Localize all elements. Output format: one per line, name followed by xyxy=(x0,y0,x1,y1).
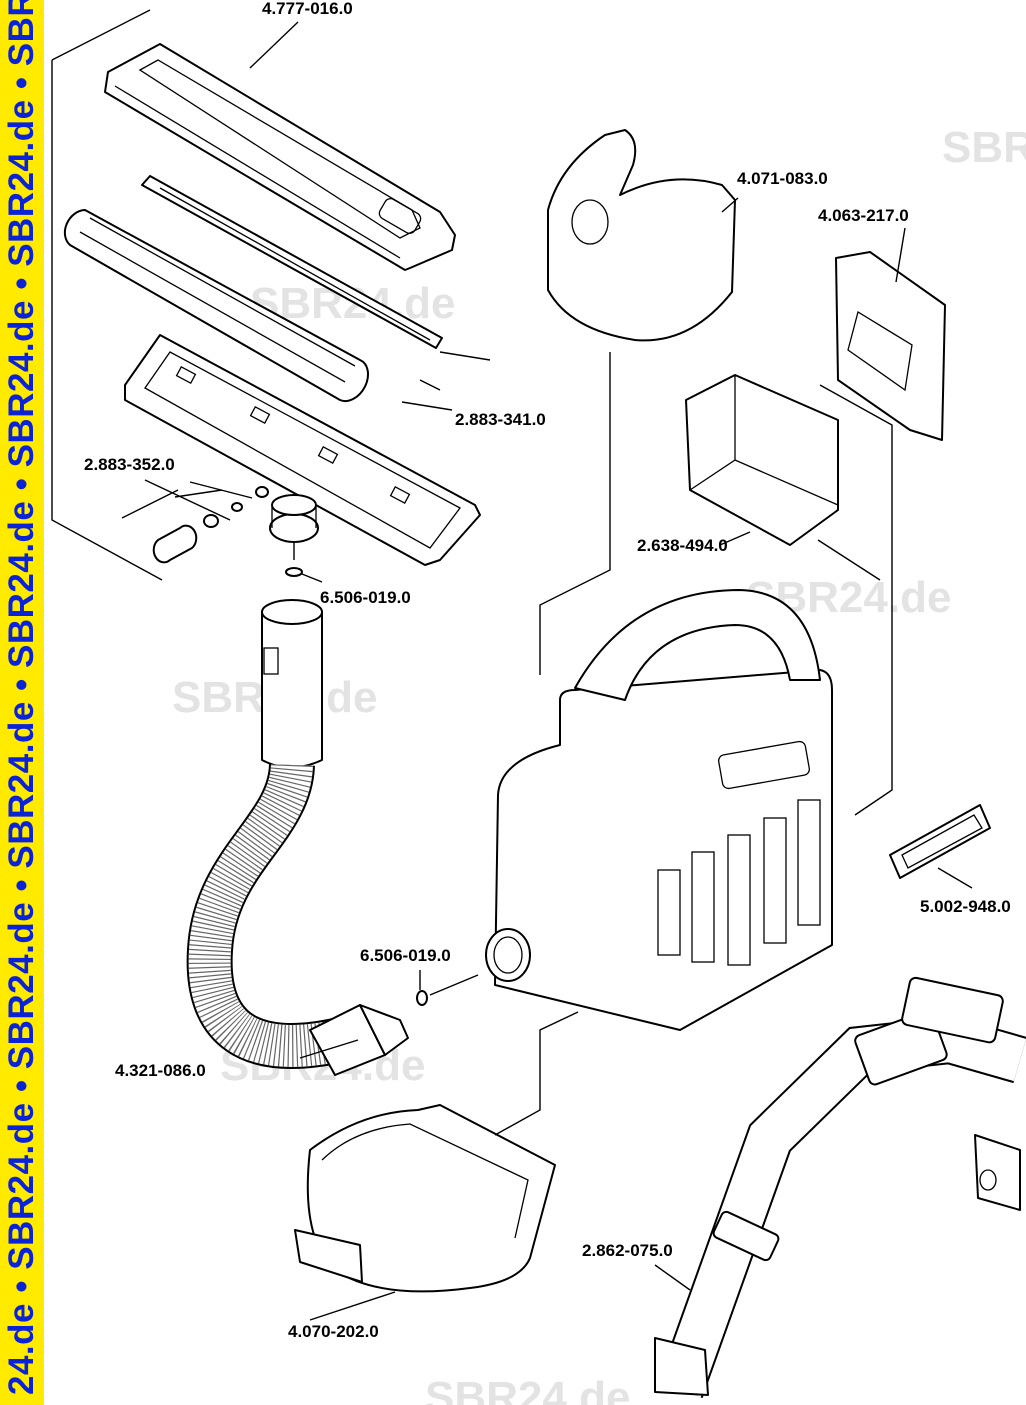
wheel-parts xyxy=(152,486,269,564)
battery-pack xyxy=(685,374,839,546)
label-battery-pack: 2.638-494.0 xyxy=(637,536,728,555)
label-motor-cap: 4.071-083.0 xyxy=(737,169,828,188)
label-leaders xyxy=(249,21,973,1321)
tank-leader xyxy=(494,1011,579,1136)
label-o-ring-top: 6.506-019.0 xyxy=(320,588,411,607)
motor-cap-leader xyxy=(539,352,611,675)
wheel-leader-lines xyxy=(121,479,253,521)
nozzle-socket xyxy=(269,494,319,543)
floor-tool-cover xyxy=(104,43,456,271)
o-ring-top-leader xyxy=(293,542,323,583)
watermark: SBR24.de xyxy=(942,123,1026,172)
roller xyxy=(63,209,369,403)
label-filter-cover: 4.063-217.0 xyxy=(818,206,909,225)
slotted-bar xyxy=(141,175,443,349)
label-wheel-set: 2.883-352.0 xyxy=(84,455,175,474)
label-roller-set: 2.883-341.0 xyxy=(455,410,546,429)
water-tank xyxy=(294,1104,556,1293)
o-ring-bottom-leader xyxy=(419,970,479,996)
hose-coupling xyxy=(309,1004,409,1076)
label-tank: 4.070-202.0 xyxy=(288,1322,379,1341)
filter-cover-leader xyxy=(817,384,893,816)
label-floor-tool-cover: 4.777-016.0 xyxy=(262,0,353,18)
assembly-bracket xyxy=(51,9,163,581)
o-ring-top xyxy=(285,567,303,577)
shoulder-strap xyxy=(654,976,1026,1399)
label-o-ring-bottom: 6.506-019.0 xyxy=(360,946,451,965)
watermark: SBR24.de xyxy=(425,1373,630,1405)
label-window-seal: 5.002-948.0 xyxy=(920,897,1011,916)
hose xyxy=(186,762,345,1069)
label-hose: 4.321-086.0 xyxy=(115,1061,206,1080)
motor-cap xyxy=(547,129,736,342)
part-labels: 4.777-016.0 2.883-341.0 2.883-352.0 6.50… xyxy=(84,0,1011,1341)
floor-tool-base xyxy=(124,334,481,566)
window-seal xyxy=(889,804,991,879)
side-banner: 24.de • SBR24.de • SBR24.de • SBR24.de •… xyxy=(0,0,44,1405)
hose-handle xyxy=(261,599,323,769)
filter-cover xyxy=(835,251,946,441)
o-ring-bottom xyxy=(416,990,428,1006)
main-body xyxy=(485,589,833,1031)
label-strap: 2.862-075.0 xyxy=(582,1241,673,1260)
